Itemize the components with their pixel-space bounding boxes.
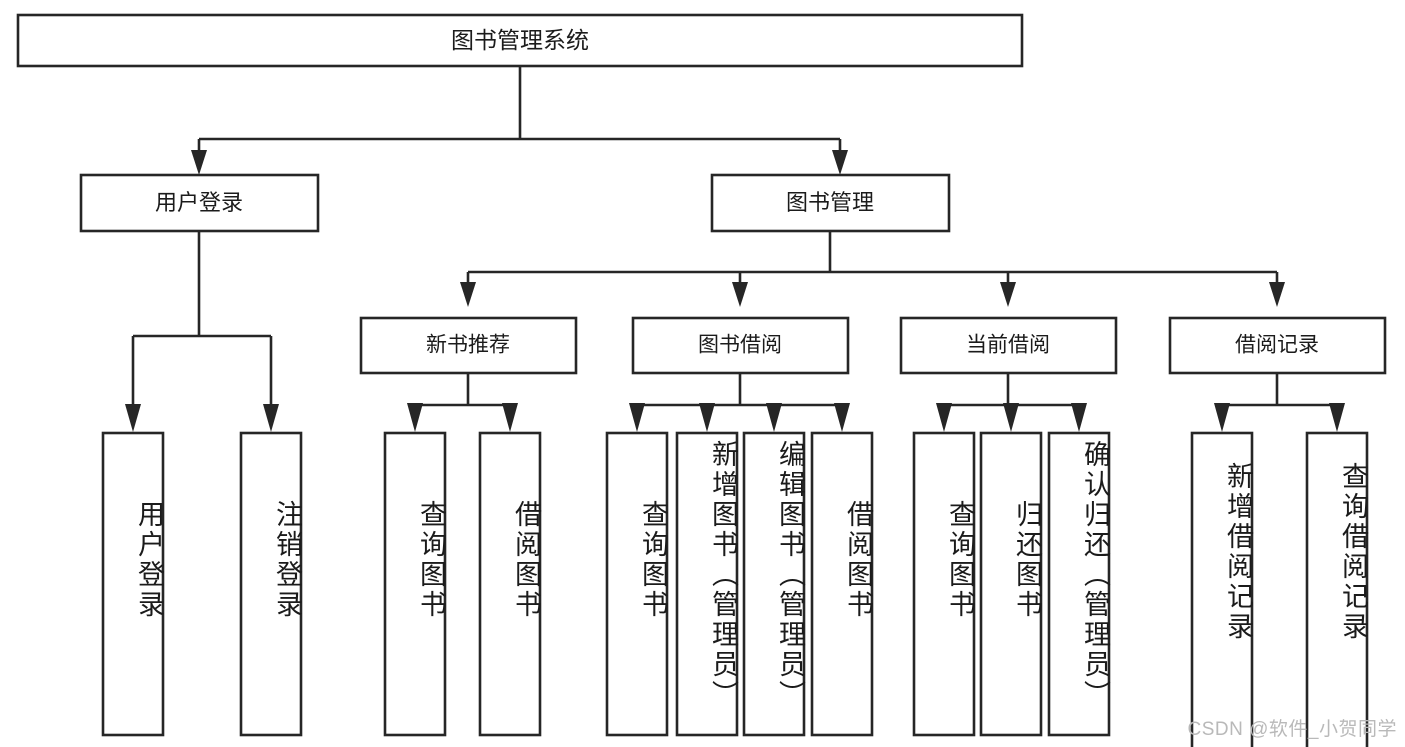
leaf-box-borrow-add[interactable]	[675, 431, 739, 737]
connector-book-mgmt-to-level2	[460, 232, 1285, 307]
arrow-head-icon	[125, 404, 141, 432]
arrow-head-icon	[263, 404, 279, 432]
node-borrow-record[interactable]: 借阅记录	[1168, 316, 1387, 375]
leaf-box-user-login-login[interactable]	[101, 431, 165, 737]
connector-current-borrow-to-leaves	[936, 373, 1087, 432]
leaf-box-user-login-logout[interactable]	[239, 431, 303, 737]
leaf-box-new-book-borrow[interactable]	[478, 431, 542, 737]
node-book-borrow-label: 图书借阅	[698, 334, 782, 357]
leaf-boxes	[101, 431, 1369, 747]
leaf-box-current-query[interactable]	[912, 431, 976, 737]
leaf-box-borrow-query[interactable]	[605, 431, 669, 737]
arrow-head-icon	[1000, 282, 1016, 307]
arrow-head-icon	[1269, 282, 1285, 307]
node-user-login[interactable]: 用户登录	[79, 173, 320, 233]
node-new-book-recommend-label: 新书推荐	[426, 334, 510, 357]
arrow-head-icon	[1071, 403, 1087, 432]
node-borrow-record-label: 借阅记录	[1235, 334, 1319, 357]
connector-new-book-to-leaves	[407, 373, 518, 432]
node-current-borrow[interactable]: 当前借阅	[899, 316, 1118, 375]
arrow-head-icon	[699, 403, 715, 432]
leaf-box-new-book-query[interactable]	[383, 431, 447, 737]
node-current-borrow-label: 当前借阅	[966, 334, 1050, 357]
leaf-box-borrow-edit[interactable]	[742, 431, 806, 737]
arrow-head-icon	[191, 150, 207, 175]
arrow-head-icon	[460, 282, 476, 307]
arrow-head-icon	[1003, 403, 1019, 432]
leaf-box-current-confirm[interactable]	[1047, 431, 1111, 737]
connector-user-login-to-leaves	[125, 231, 279, 432]
leaf-box-record-add[interactable]	[1190, 431, 1254, 747]
node-new-book-recommend[interactable]: 新书推荐	[359, 316, 578, 375]
connector-book-borrow-to-leaves	[629, 373, 850, 432]
node-book-management[interactable]: 图书管理	[710, 173, 951, 233]
arrow-head-icon	[834, 403, 850, 432]
arrow-head-icon	[732, 282, 748, 307]
arrow-head-icon	[1329, 403, 1345, 432]
connector-borrow-record-to-leaves	[1214, 373, 1345, 432]
node-book-borrow[interactable]: 图书借阅	[631, 316, 850, 375]
leaf-box-borrow-lend[interactable]	[810, 431, 874, 737]
csdn-watermark: CSDN @软件_小贺同学	[1187, 719, 1397, 740]
arrow-head-icon	[407, 403, 423, 432]
node-root-label: 图书管理系统	[451, 27, 589, 53]
leaf-box-current-return[interactable]	[979, 431, 1043, 737]
arrow-head-icon	[629, 403, 645, 432]
arrow-head-icon	[936, 403, 952, 432]
node-user-login-label: 用户登录	[155, 190, 243, 215]
node-book-management-label: 图书管理	[786, 190, 874, 215]
arrow-head-icon	[502, 403, 518, 432]
arrow-head-icon	[832, 150, 848, 175]
arrow-head-icon	[1214, 403, 1230, 432]
node-root[interactable]: 图书管理系统	[16, 13, 1024, 68]
leaf-box-record-query[interactable]	[1305, 431, 1369, 747]
connector-root-to-level1	[191, 66, 848, 175]
arrow-head-icon	[766, 403, 782, 432]
